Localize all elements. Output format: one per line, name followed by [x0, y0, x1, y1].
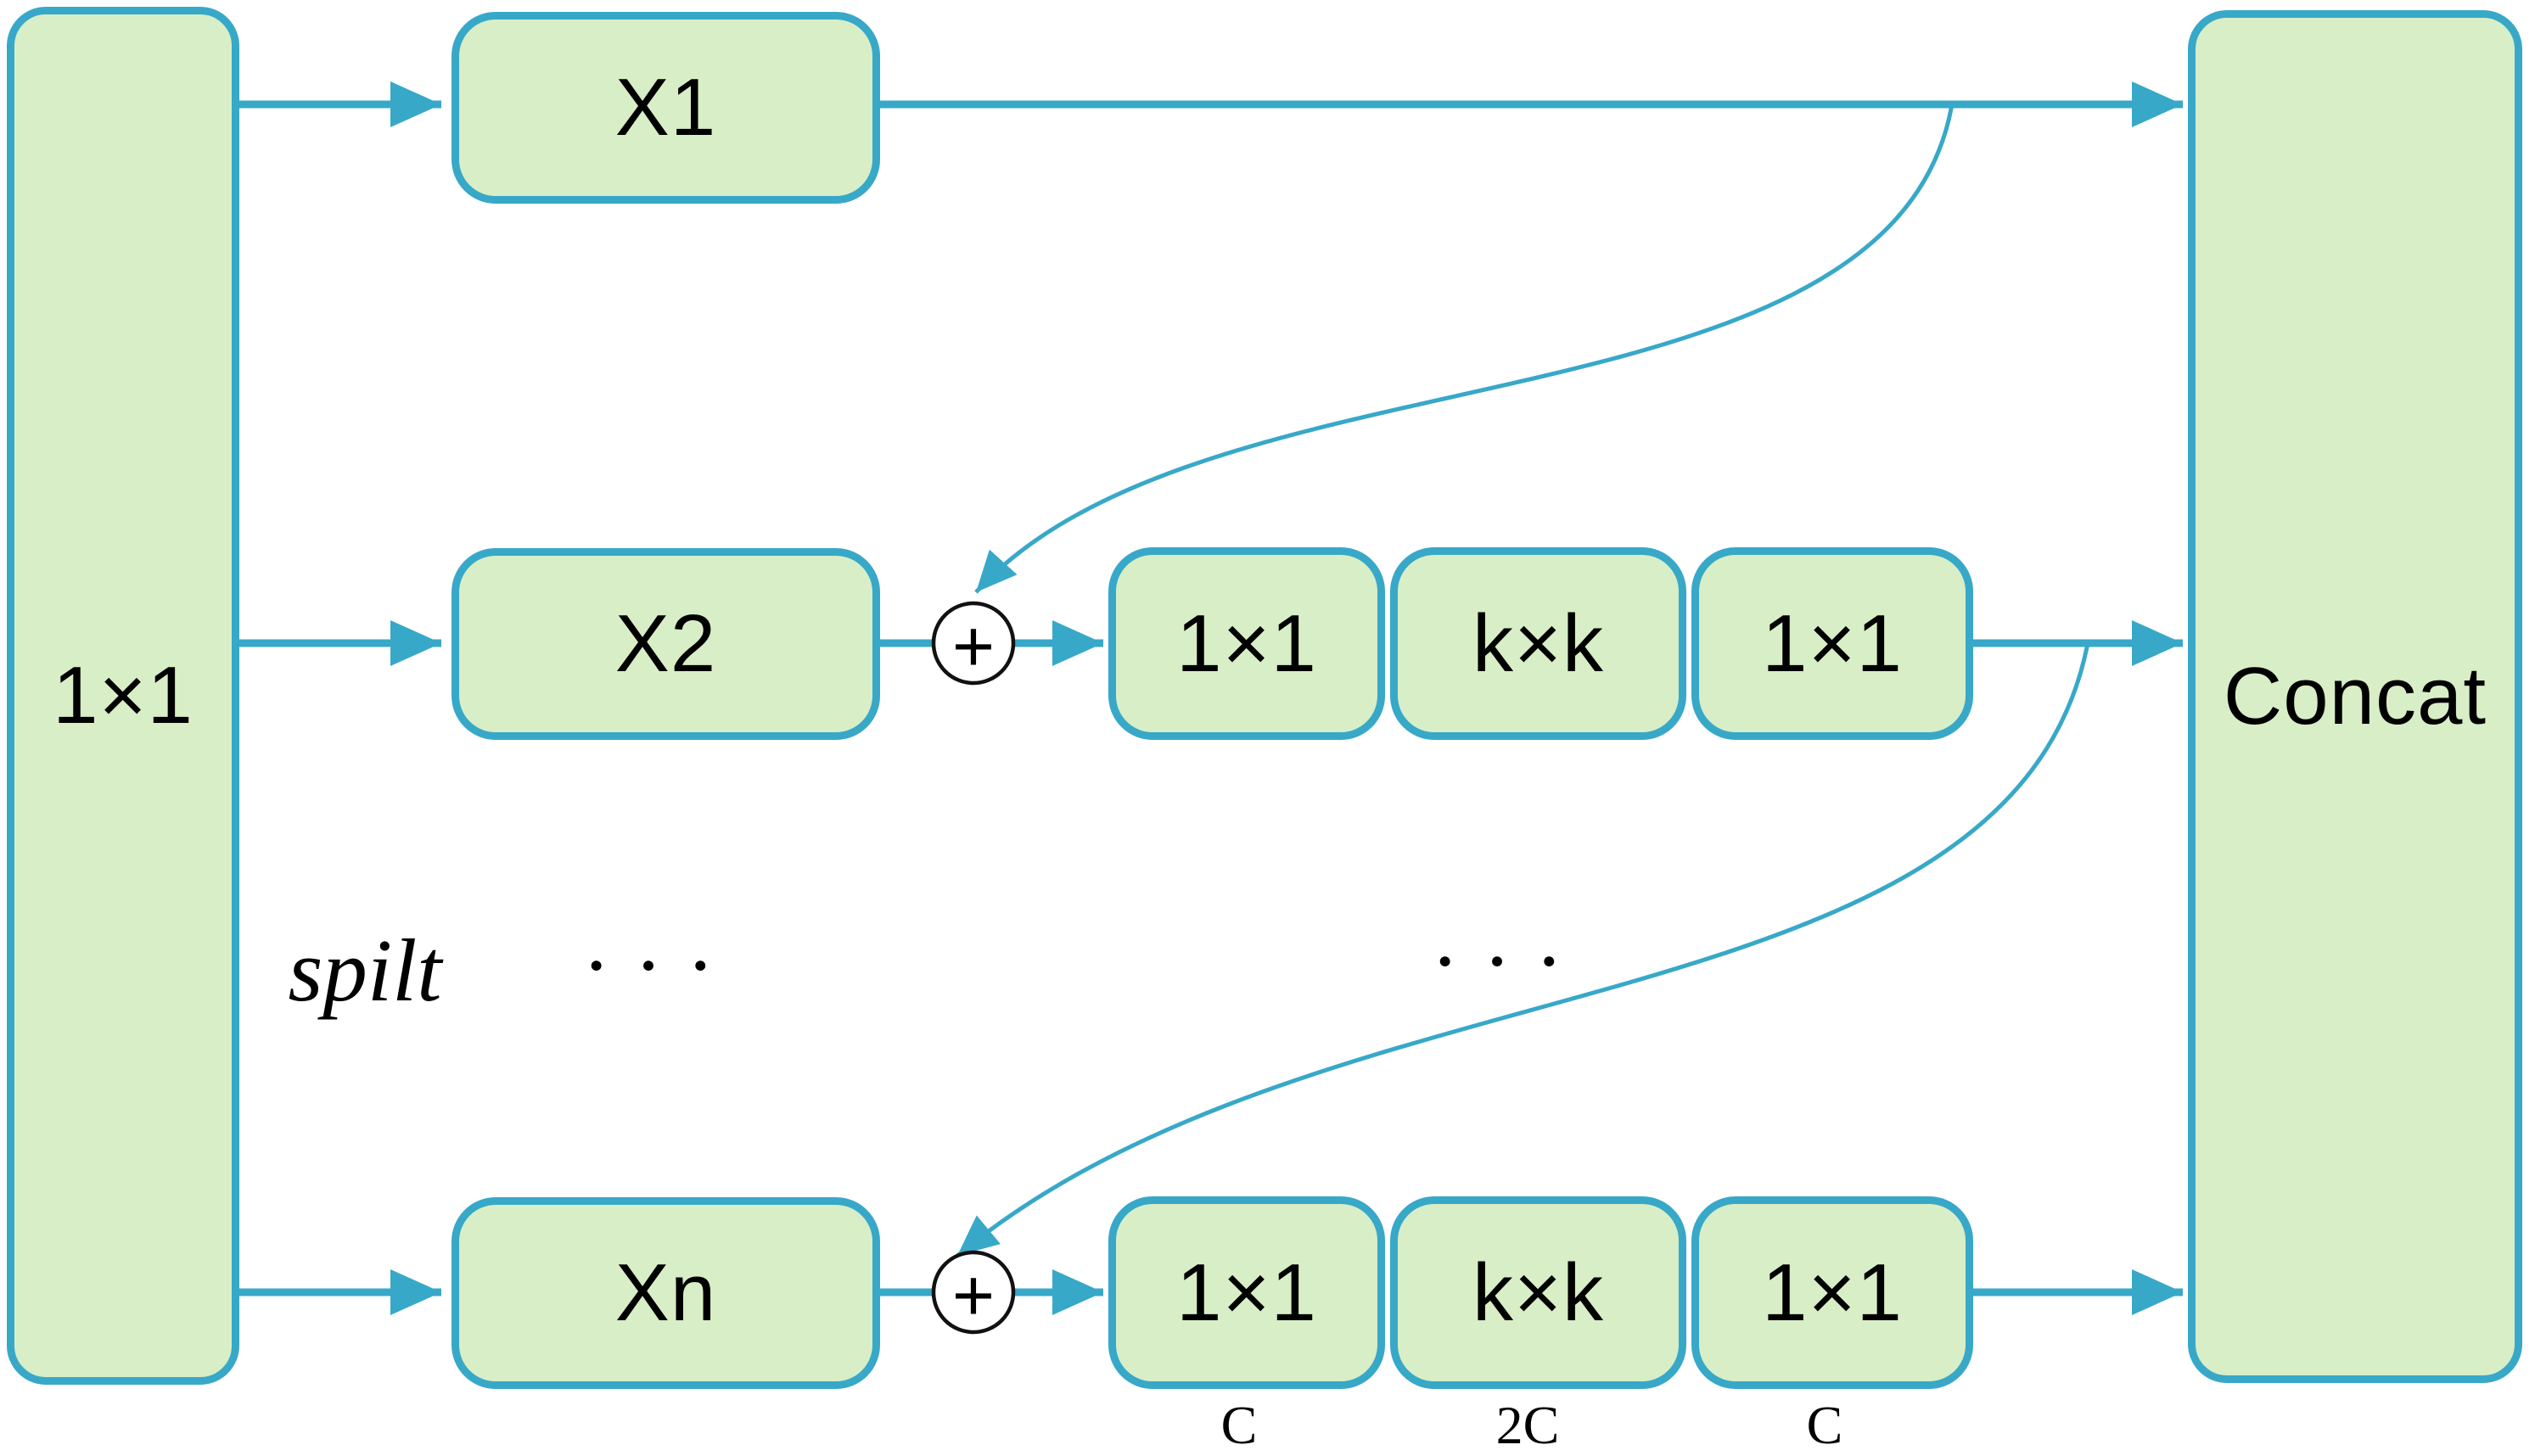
- row2-conv-1x1-a-box: 1×1: [1108, 547, 1385, 740]
- xn-label: Xn: [614, 1247, 717, 1338]
- curve-x1-branch-to-add1: [974, 104, 1955, 594]
- conv-label: 1×1: [1176, 1246, 1317, 1338]
- row3-conv-1x1-a-box: 1×1: [1108, 1196, 1385, 1389]
- split-x2-box: X2: [451, 548, 880, 740]
- conv-label: 1×1: [1762, 597, 1903, 689]
- row2-conv-1x1-b-box: 1×1: [1691, 547, 1973, 740]
- conv-label: k×k: [1472, 1246, 1605, 1338]
- conv-label: 1×1: [1762, 1246, 1903, 1338]
- input-conv-label: 1×1: [53, 650, 193, 741]
- row3-conv-kxk-box: k×k: [1390, 1196, 1686, 1389]
- curve-row2-branch-to-add2: [956, 642, 2090, 1257]
- input-conv-1x1-box: 1×1: [7, 7, 239, 1385]
- conv-label: 1×1: [1176, 597, 1317, 689]
- x2-label: X2: [614, 598, 717, 689]
- x1-label: X1: [614, 62, 717, 153]
- row3-conv-1x1-b-box: 1×1: [1691, 1196, 1973, 1389]
- ellipsis-right: ···: [1431, 914, 1587, 1008]
- channel-label-c2: C: [1806, 1395, 1843, 1455]
- plus-icon: +: [952, 1255, 995, 1336]
- plus-icon: +: [952, 606, 995, 687]
- conv-label: k×k: [1472, 597, 1605, 689]
- add-node-1: +: [931, 601, 1016, 687]
- concat-label: Concat: [2223, 651, 2487, 742]
- channel-label-c1: C: [1220, 1395, 1258, 1455]
- split-annotation: spilt: [288, 921, 442, 1020]
- add-circle: [931, 1250, 1016, 1335]
- channel-label-2c: 2C: [1495, 1395, 1560, 1455]
- add-circle: [931, 601, 1016, 686]
- add-node-2: +: [931, 1250, 1016, 1336]
- row2-conv-kxk-box: k×k: [1390, 547, 1686, 740]
- ellipsis-left: ···: [582, 918, 738, 1012]
- split-xn-box: Xn: [451, 1197, 880, 1389]
- concat-box: Concat: [2188, 10, 2522, 1383]
- split-x1-box: X1: [451, 12, 880, 204]
